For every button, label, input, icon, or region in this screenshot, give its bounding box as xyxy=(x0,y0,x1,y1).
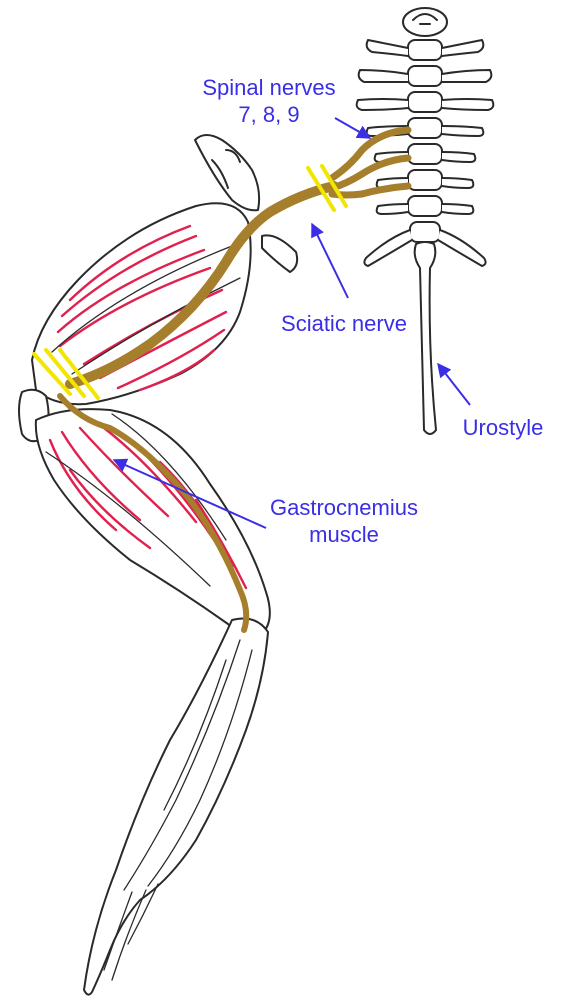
shank xyxy=(36,409,270,637)
vertebra-3 xyxy=(359,66,492,86)
vertebra-8 xyxy=(377,196,474,216)
vertebra-2 xyxy=(367,40,484,60)
urostyle-label-text: Urostyle xyxy=(450,414,556,441)
atlas-vertebra xyxy=(403,8,447,36)
gastrocnemius-label-line1: Gastrocnemius xyxy=(238,494,450,521)
urostyle-label: Urostyle xyxy=(450,414,556,441)
sciatic-nerve-label-text: Sciatic nerve xyxy=(254,310,434,337)
foot xyxy=(84,619,268,995)
gastrocnemius-label: Gastrocnemius muscle xyxy=(238,494,450,548)
urostyle-arrow xyxy=(438,364,470,405)
spinal-nerves-label-line1: Spinal nerves xyxy=(176,74,362,101)
spinal-nerves-label: Spinal nerves 7, 8, 9 xyxy=(176,74,362,128)
vertebral-column xyxy=(357,8,494,434)
sciatic-nerve-label: Sciatic nerve xyxy=(254,310,434,337)
sciatic-nerve-arrow xyxy=(312,224,348,298)
spinal-nerves-label-line2: 7, 8, 9 xyxy=(176,101,362,128)
frog-leg xyxy=(19,135,297,995)
vertebra-4 xyxy=(357,92,494,112)
gastrocnemius-label-line2: muscle xyxy=(238,521,450,548)
urostyle-bone xyxy=(415,242,436,434)
